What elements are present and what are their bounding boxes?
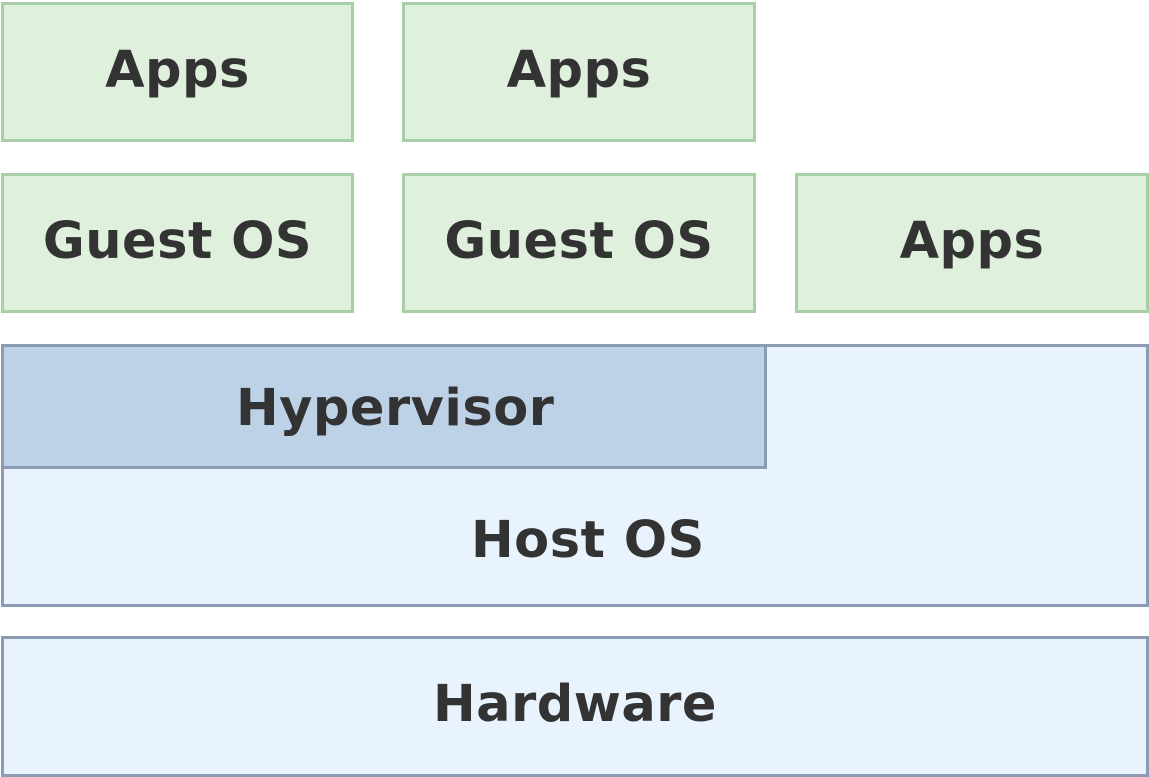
- hypervisor-box: Hypervisor: [1, 344, 767, 469]
- vm2-guest-os-label: Guest OS: [444, 211, 714, 271]
- vm1-apps-box: Apps: [1, 2, 354, 142]
- vm2-guest-os-box: Guest OS: [402, 173, 756, 313]
- host-os-label: Host OS: [471, 511, 705, 570]
- hardware-box: Hardware: [1, 636, 1149, 777]
- host-apps-label: Apps: [899, 211, 1045, 271]
- vm2-apps-box: Apps: [402, 2, 756, 142]
- vm1-apps-label: Apps: [105, 40, 250, 100]
- host-apps-box: Apps: [795, 173, 1149, 313]
- vm1-guest-os-box: Guest OS: [1, 173, 354, 313]
- hypervisor-label: Hypervisor: [236, 379, 555, 438]
- hardware-label: Hardware: [432, 675, 718, 734]
- vm2-apps-label: Apps: [506, 40, 652, 100]
- vm1-guest-os-label: Guest OS: [42, 211, 313, 271]
